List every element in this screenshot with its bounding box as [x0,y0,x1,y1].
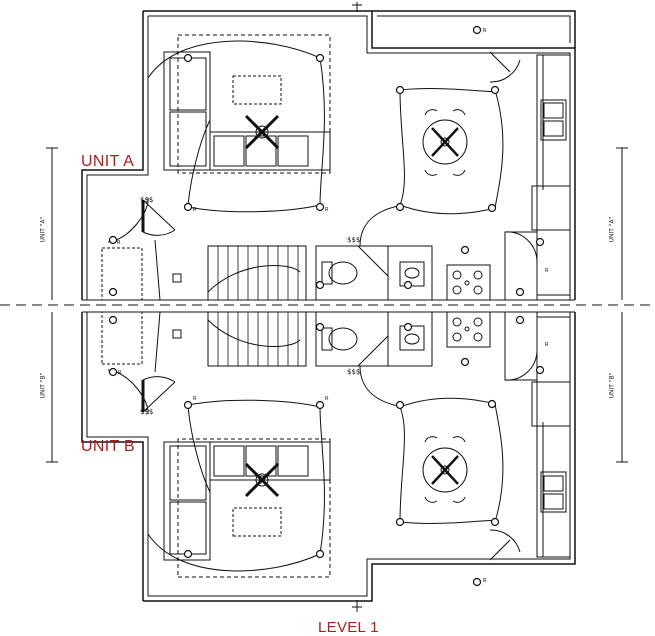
unit-a-label: UNIT A [81,153,135,170]
light-fixture-icon [515,315,525,325]
switch-mark: $$$ [140,408,154,416]
side-tag-unit-b-right: UNIT "B" [608,372,616,399]
light-fixture-icon [183,202,193,212]
light-fixture-icon [460,245,470,255]
unit-a-plan [81,10,576,301]
outlet-mark: R [325,207,329,213]
light-fixture-icon [535,365,545,375]
side-tag-unit-a-left: UNIT "A" [39,216,47,243]
light-fixture-icon [315,280,325,290]
outlet-mark: R [545,268,549,274]
light-fixture-icon [315,549,325,559]
light-fixture-icon [183,53,193,63]
outlet-mark: R [545,342,549,348]
light-fixture-icon [460,357,470,367]
light-fixture-icon [403,322,413,332]
light-fixture-icon [472,577,482,587]
light-fixture-icon [535,237,545,247]
light-fixture-icon [487,203,497,213]
light-fixture-icon [108,367,118,377]
light-fixture-icon [315,53,325,63]
light-fixture-icon [395,85,405,95]
light-fixture-icon [108,235,118,245]
outlet-mark: R [193,207,197,213]
light-fixture-icon [490,85,500,95]
light-fixture-icon [395,400,405,410]
light-fixture-icon [487,399,497,409]
plan-title: LEVEL 1 [318,619,379,636]
hose-bib-icon [352,2,362,612]
switch-mark: $$$ [347,236,361,244]
side-tag-unit-a-right: UNIT "A" [608,216,616,243]
light-fixture-icon [108,287,118,297]
outlet-mark: R [117,240,121,246]
light-fixtures [108,25,545,587]
light-fixture-icon [315,400,325,410]
outlet-mark: R [193,396,197,402]
light-fixture-icon [403,280,413,290]
light-fixture-icon [315,202,325,212]
light-fixture-icon [395,517,405,527]
outlet-mark: R [483,28,487,34]
side-tag-unit-b-left: UNIT "B" [39,372,47,399]
light-fixture-icon [315,322,325,332]
dimension-lines [46,147,628,463]
light-fixture-icon [108,315,118,325]
light-fixture-icon [515,287,525,297]
unit-b-label: UNIT B [81,438,135,455]
switch-mark: $$$ [347,368,361,376]
outlet-mark: R [118,370,122,376]
light-fixture-icon [183,400,193,410]
light-fixture-icon [472,25,482,35]
switch-mark: $$$ [140,196,154,204]
outlet-mark: R [483,578,487,584]
outlet-mark: R [325,396,329,402]
light-fixture-icon [490,517,500,527]
unit-b-plan [81,311,576,602]
light-fixture-icon [395,202,405,212]
light-fixture-icon [183,549,193,559]
